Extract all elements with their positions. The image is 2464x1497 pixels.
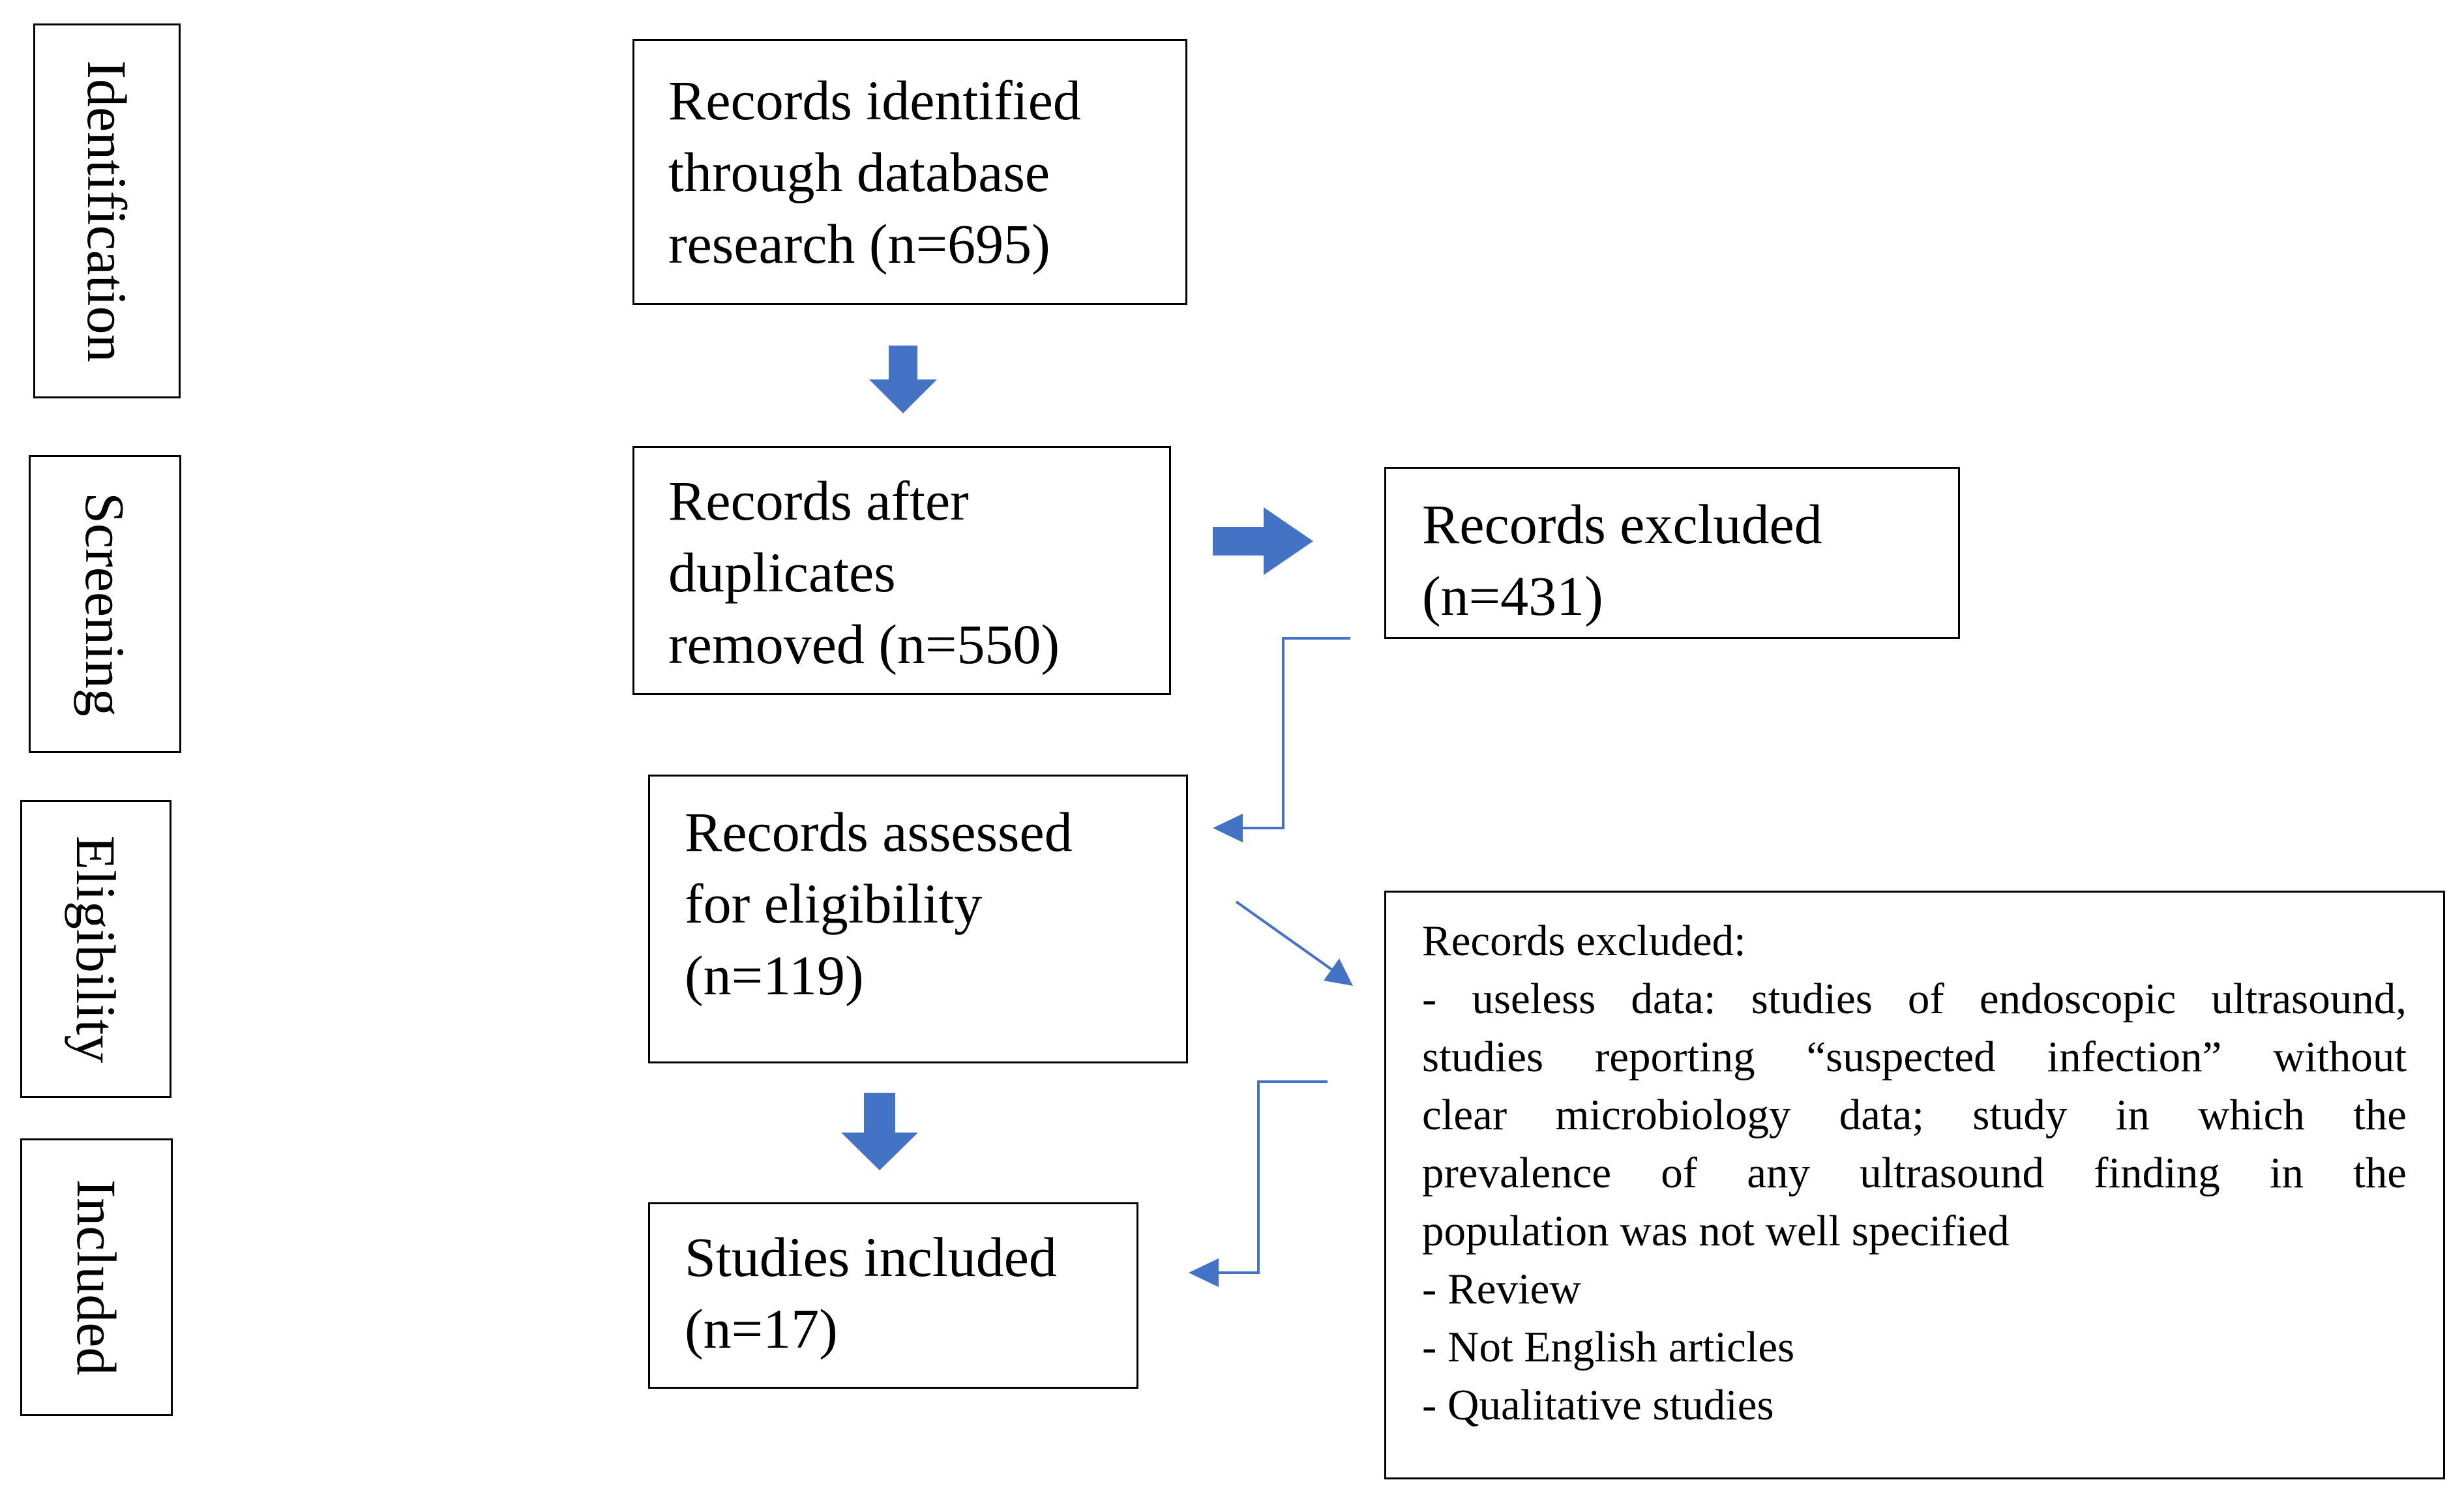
exclusion-line-5: population was not well specified bbox=[1422, 1207, 2010, 1255]
records-assessed-box: Records assessed for eligibility (n=119) bbox=[648, 775, 1188, 1063]
records-identified-line-3: research (n=695) bbox=[668, 213, 1050, 275]
records-assessed-line-2: for eligibility bbox=[685, 872, 983, 935]
connector-to-included-head bbox=[1189, 1258, 1219, 1287]
records-identified-line-1: Records identified bbox=[668, 69, 1081, 132]
exclusion-line-1: - useless data: studies of endoscopic ul… bbox=[1422, 975, 2407, 1023]
phase-included: Included bbox=[20, 1138, 173, 1416]
records-identified-line-2: through database bbox=[668, 141, 1050, 203]
records-after-duplicates-box: Records after duplicates removed (n=550) bbox=[632, 446, 1171, 695]
connector-to-assessed bbox=[1224, 637, 1350, 829]
records-after-duplicates-line-1: Records after bbox=[668, 469, 969, 532]
studies-included-box: Studies included (n=17) bbox=[648, 1202, 1138, 1389]
exclusion-line-7: - Not English articles bbox=[1422, 1323, 1795, 1371]
records-excluded-screening-line-2: (n=431) bbox=[1422, 565, 1603, 627]
exclusion-line-6: - Review bbox=[1422, 1265, 1581, 1313]
records-identified-box: Records identified through database rese… bbox=[632, 39, 1187, 305]
records-after-duplicates-line-2: duplicates bbox=[668, 541, 896, 604]
records-assessed-line-1: Records assessed bbox=[685, 801, 1073, 863]
exclusion-heading: Records excluded: bbox=[1422, 917, 1746, 965]
down-arrow-2 bbox=[841, 1093, 918, 1170]
studies-included-line-2: (n=17) bbox=[685, 1297, 838, 1360]
phase-identification: Identification bbox=[33, 23, 181, 398]
connector-to-assessed-head bbox=[1213, 814, 1243, 842]
exclusion-line-3: clear microbiology data; study in which … bbox=[1422, 1091, 2407, 1139]
connector-to-exclusions bbox=[1235, 900, 1343, 978]
exclusion-line-2: studies reporting “suspected infection” … bbox=[1422, 1033, 2407, 1081]
phase-eligibility: Eligibility bbox=[20, 800, 171, 1098]
right-arrow-screening bbox=[1213, 507, 1313, 575]
connector-to-included bbox=[1200, 1080, 1328, 1274]
exclusion-line-4: prevalence of any ultrasound finding in … bbox=[1422, 1149, 2407, 1197]
records-excluded-screening-box: Records excluded (n=431) bbox=[1384, 467, 1960, 639]
phase-screening: Screening bbox=[29, 455, 181, 753]
records-after-duplicates-line-3: removed (n=550) bbox=[668, 613, 1060, 675]
records-excluded-eligibility-box: Records excluded: - useless data: studie… bbox=[1384, 891, 2445, 1479]
records-assessed-line-3: (n=119) bbox=[685, 944, 864, 1007]
down-arrow-1 bbox=[869, 346, 937, 413]
exclusion-line-8: - Qualitative studies bbox=[1422, 1381, 1774, 1429]
records-excluded-screening-line-1: Records excluded bbox=[1422, 493, 1822, 556]
connector-to-exclusions-head bbox=[1324, 958, 1353, 986]
studies-included-line-1: Studies included bbox=[685, 1226, 1057, 1288]
